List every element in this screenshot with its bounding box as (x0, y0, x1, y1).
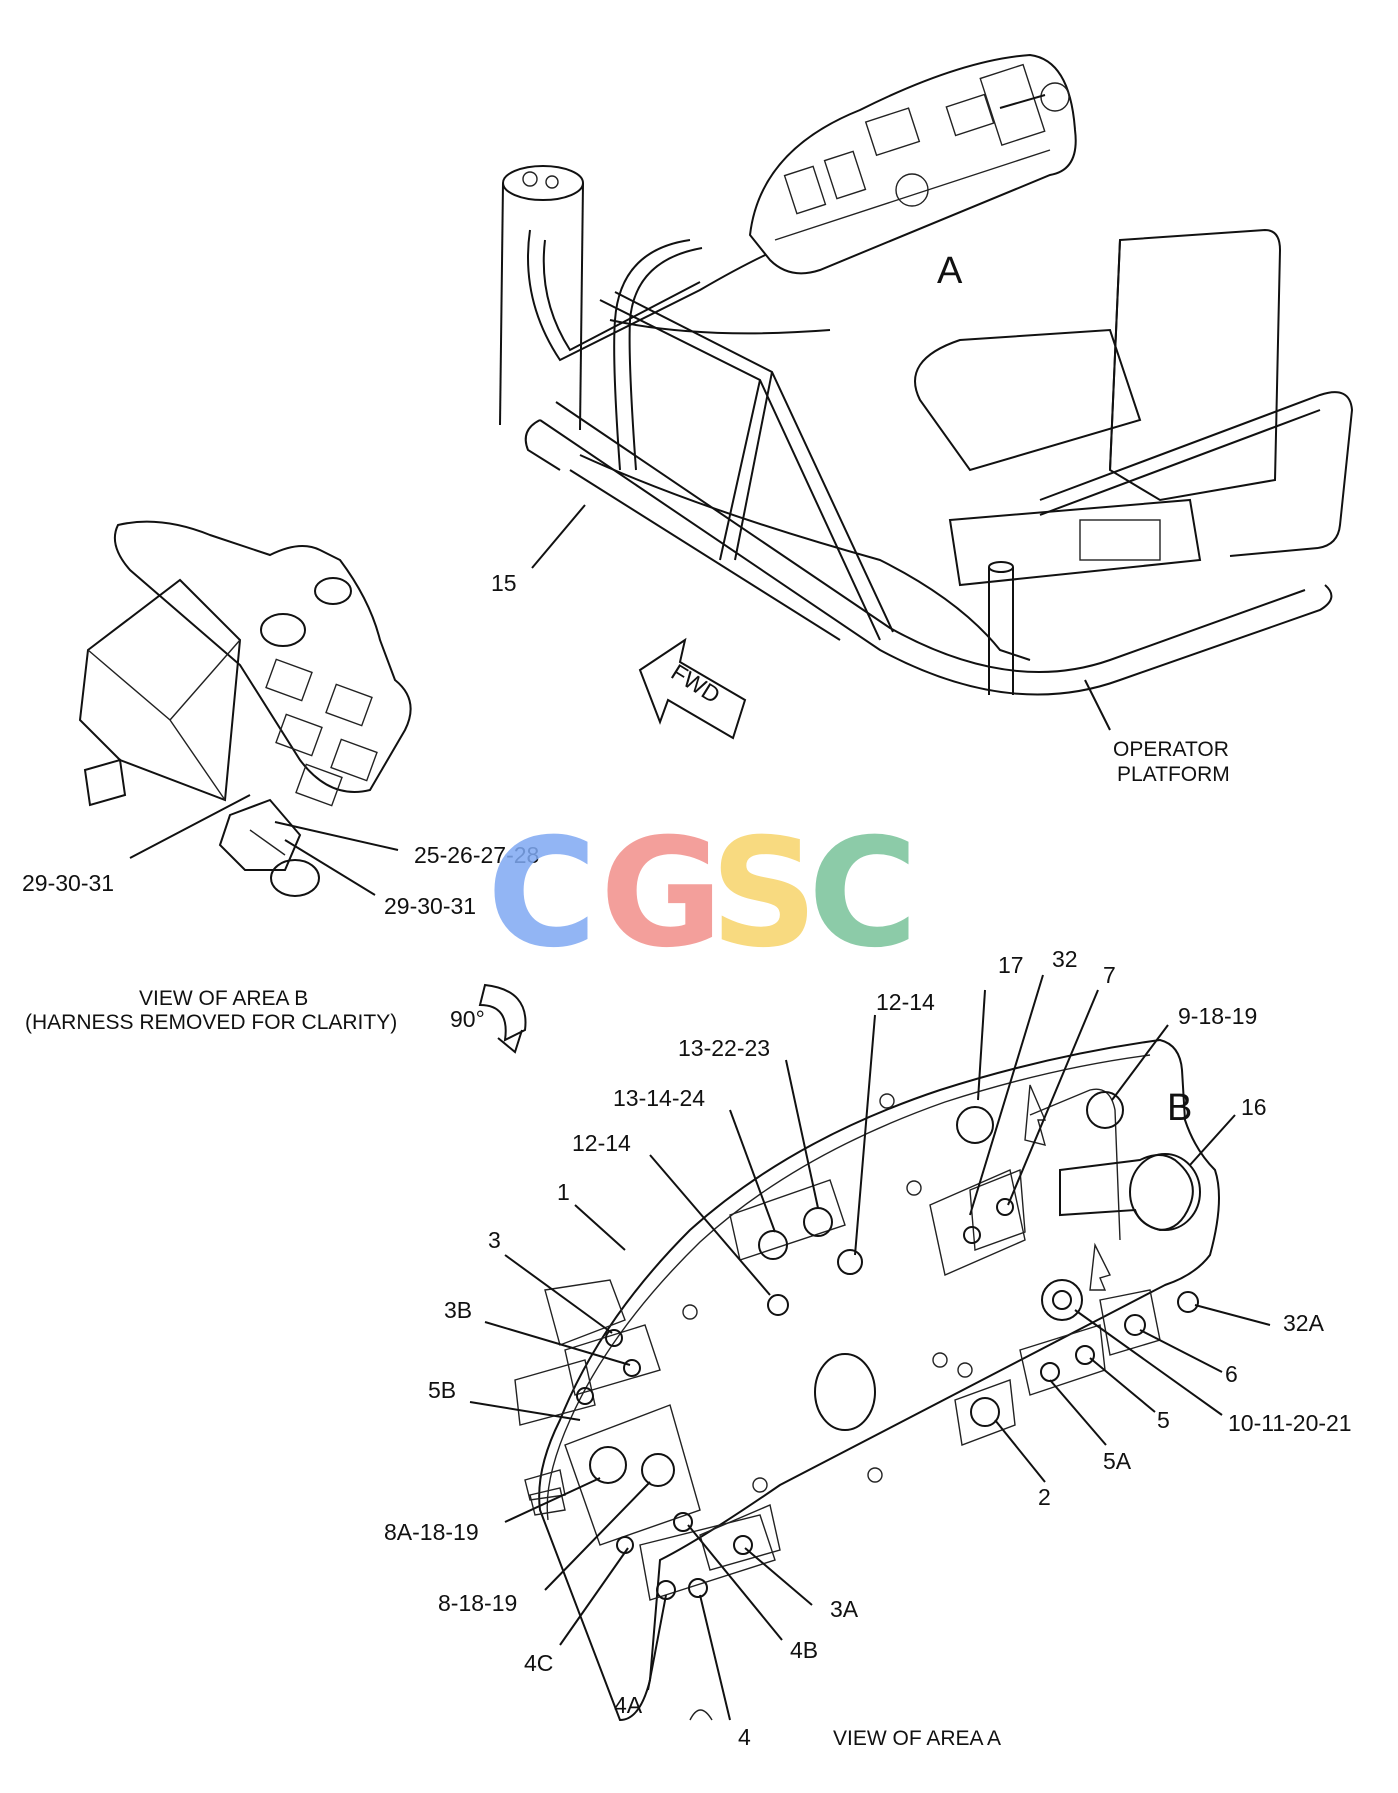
callout-8-18-19: 8-18-19 (438, 1590, 517, 1616)
leader-line-4a (647, 1594, 667, 1691)
leader-line-12-14-left (649, 1154, 771, 1296)
leader-line-4 (699, 1594, 731, 1721)
callout-4: 4 (738, 1724, 751, 1750)
watermark-letter-2: G (600, 807, 723, 981)
leader-line-3a (744, 1547, 813, 1606)
leader-line-13-14-24 (729, 1109, 776, 1233)
callout-13-22-23: 13-22-23 (678, 1035, 770, 1061)
leader-line-8a-18-19 (504, 1477, 601, 1523)
watermark-letter-1: C (487, 807, 597, 981)
watermark-letter-3: S (710, 807, 818, 981)
callout-10-11-20-21: 10-11-20-21 (1228, 1410, 1352, 1436)
leader-line-6 (1139, 1329, 1223, 1373)
view-area-a-title: VIEW OF AREA A (833, 1727, 1001, 1750)
callout-4b: 4B (790, 1637, 818, 1663)
leader-line-8-18-19 (544, 1481, 651, 1591)
callout-15: 15 (491, 570, 517, 596)
operator-platform-drawing (499, 53, 1354, 696)
callout-25-26-27-28: 25-26-27-28 (414, 842, 539, 868)
view-area-b-drawing (78, 520, 412, 897)
callout-8a-18-19: 8A-18-19 (384, 1519, 479, 1545)
leader-line-9-18-19 (1111, 1024, 1169, 1101)
leader-line-3b (484, 1321, 631, 1366)
leader-line-10-11-20-21 (1074, 1309, 1223, 1416)
fwd-label: FWD (667, 659, 725, 709)
callout-32a: 32A (1283, 1310, 1325, 1336)
view-area-b-title-line2: (HARNESS REMOVED FOR CLARITY) (25, 1011, 397, 1034)
rotation-label: 90° (450, 1006, 485, 1032)
leader-line-4c (559, 1547, 629, 1646)
leader-line-32a (1194, 1304, 1271, 1326)
leader-line-16 (1189, 1114, 1236, 1166)
leader-line-29-30-31-left (129, 794, 251, 859)
area-a-label: A (937, 250, 963, 292)
leader-line-29-30-31-right (284, 839, 376, 896)
callout-16: 16 (1241, 1094, 1267, 1120)
callout-29-30-31-left: 29-30-31 (22, 870, 114, 896)
callout-5b: 5B (428, 1377, 456, 1403)
callout-9-18-19: 9-18-19 (1178, 1003, 1257, 1029)
leader-line-2 (994, 1419, 1046, 1483)
leader-line-5a (1049, 1379, 1107, 1446)
callout-1: 1 (557, 1179, 570, 1205)
callout-17: 17 (998, 952, 1024, 978)
forward-arrow-icon: FWD (638, 637, 747, 740)
operator-platform-label-line2: PLATFORM (1117, 763, 1230, 786)
rotate-arrow-icon (478, 983, 527, 1054)
watermark-letter-4: C (808, 807, 918, 981)
leader-line-15 (531, 504, 586, 569)
callout-29-30-31-right: 29-30-31 (384, 893, 476, 919)
leader-line-7 (1007, 989, 1099, 1206)
callout-7: 7 (1103, 962, 1116, 988)
leader-line-32 (969, 974, 1044, 1216)
area-b-label: B (1167, 1087, 1192, 1129)
callout-32: 32 (1052, 946, 1078, 972)
callout-5: 5 (1157, 1407, 1170, 1433)
callout-6: 6 (1225, 1361, 1238, 1387)
operator-platform-label-line1: OPERATOR (1113, 738, 1229, 761)
callout-12-14-top: 12-14 (876, 989, 935, 1015)
leader-line-5 (1089, 1357, 1156, 1413)
callout-3: 3 (488, 1227, 501, 1253)
leader-line-3 (504, 1254, 613, 1334)
leader-line-17 (977, 989, 986, 1101)
leader-line-13-22-23 (785, 1059, 819, 1209)
view-area-a-callouts: 17 32 7 12-14 9-18-19 16 13-22-23 13-14-… (384, 946, 1352, 1750)
leader-line-5b (469, 1401, 581, 1421)
callout-4a: 4A (614, 1692, 643, 1718)
callout-5a: 5A (1103, 1448, 1132, 1474)
view-area-a-dashboard (514, 1038, 1220, 1722)
callout-3a: 3A (830, 1596, 859, 1622)
leader-line-1 (574, 1204, 626, 1251)
callout-2: 2 (1038, 1484, 1051, 1510)
leader-line-25-26-27-28 (274, 821, 399, 851)
leader-line-12-14-top (854, 1014, 876, 1256)
callout-13-14-24: 13-14-24 (613, 1085, 705, 1111)
callout-3b: 3B (444, 1297, 472, 1323)
callout-4c: 4C (524, 1650, 553, 1676)
leader-line-operator-platform (1084, 679, 1111, 731)
view-area-b-title-line1: VIEW OF AREA B (139, 987, 308, 1010)
cgsc-watermark-logo: C G S C (487, 807, 918, 981)
leader-line-4b (687, 1524, 783, 1641)
callout-12-14-left: 12-14 (572, 1130, 631, 1156)
